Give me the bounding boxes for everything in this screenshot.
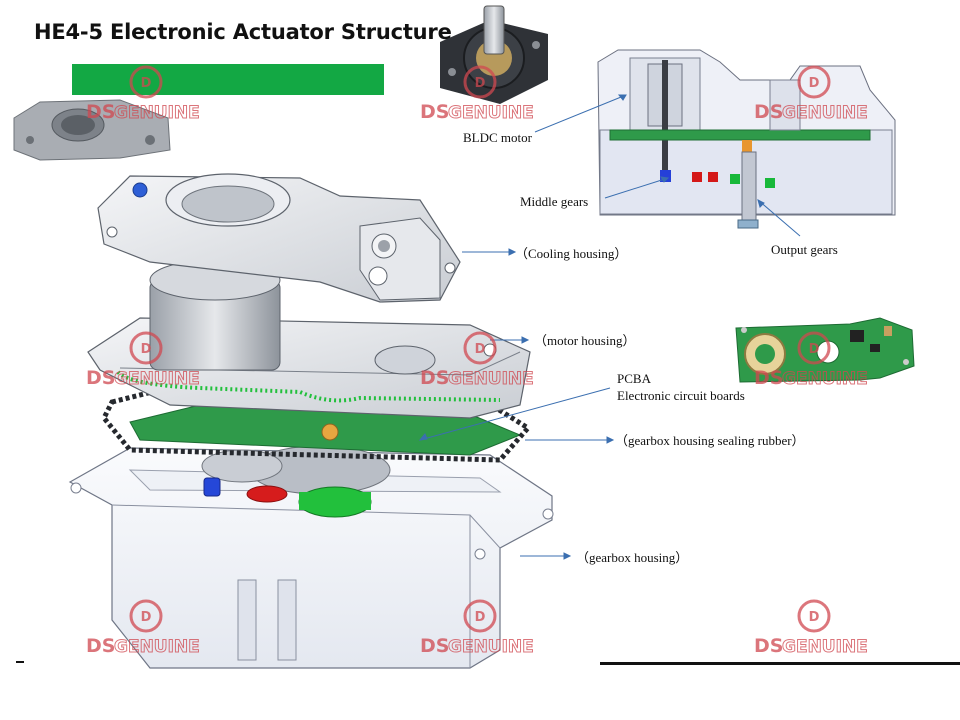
svg-text:DS: DS xyxy=(754,635,783,657)
label-motor-housing: （motor housing） xyxy=(534,333,636,348)
diagram-title: HE4-5 Electronic Actuator Structure xyxy=(34,20,452,44)
watermark-logos: D DS GENUINE D DS GENUINE D DS GENUINE D… xyxy=(86,65,868,658)
svg-text:D: D xyxy=(475,610,486,625)
svg-text:GENUINE: GENUINE xyxy=(114,103,200,123)
watermark-logo: D DS GENUINE xyxy=(86,599,200,658)
label-pcba: PCBA xyxy=(617,371,651,386)
svg-text:D: D xyxy=(141,342,152,357)
divider-right xyxy=(600,662,960,665)
svg-text:DS: DS xyxy=(86,635,115,657)
svg-text:D: D xyxy=(141,610,152,625)
watermark-logo: D DS GENUINE xyxy=(86,331,200,390)
watermark-logo: D DS GENUINE xyxy=(754,65,868,124)
watermark-logo: D DS GENUINE xyxy=(754,599,868,658)
svg-text:DS: DS xyxy=(754,101,783,123)
gear-train xyxy=(201,445,391,518)
green-banner xyxy=(72,64,384,95)
label-sealing-rubber: （gearbox housing sealing rubber） xyxy=(615,433,805,448)
svg-text:D: D xyxy=(809,342,820,357)
label-middle-gears: Middle gears xyxy=(520,194,589,209)
svg-text:GENUINE: GENUINE xyxy=(782,369,868,389)
cast-cover-photo xyxy=(13,99,171,161)
leader-arrows xyxy=(418,94,801,560)
svg-text:GENUINE: GENUINE xyxy=(448,637,534,657)
cooling-housing-part xyxy=(97,173,461,303)
svg-text:GENUINE: GENUINE xyxy=(782,637,868,657)
svg-text:DS: DS xyxy=(420,367,449,389)
label-pcba-description: Electronic circuit boards xyxy=(617,388,745,403)
pcb-photo xyxy=(735,317,915,383)
svg-text:D: D xyxy=(141,76,152,91)
svg-text:D: D xyxy=(809,610,820,625)
svg-text:GENUINE: GENUINE xyxy=(448,103,534,123)
svg-text:D: D xyxy=(809,76,820,91)
label-gearbox-housing: （gearbox housing） xyxy=(576,550,689,565)
svg-text:D: D xyxy=(475,76,486,91)
bldc-motor-photo xyxy=(440,5,548,104)
svg-text:DS: DS xyxy=(86,101,115,123)
watermark-logo: D DS GENUINE xyxy=(420,65,534,124)
watermark-logo: D DS GENUINE xyxy=(420,599,534,658)
svg-text:GENUINE: GENUINE xyxy=(114,369,200,389)
motor-housing-part xyxy=(87,259,531,419)
label-cooling-housing: （Cooling housing） xyxy=(515,246,628,261)
svg-text:GENUINE: GENUINE xyxy=(114,637,200,657)
svg-text:DS: DS xyxy=(86,367,115,389)
svg-text:D: D xyxy=(475,342,486,357)
svg-text:DS: DS xyxy=(754,367,783,389)
svg-text:GENUINE: GENUINE xyxy=(448,369,534,389)
svg-text:DS: DS xyxy=(420,101,449,123)
label-bldc-motor: BLDC motor xyxy=(463,130,532,145)
label-output-gears: Output gears xyxy=(771,242,838,257)
cross-section-drawing xyxy=(597,49,896,229)
watermark-logo: D DS GENUINE xyxy=(86,65,200,124)
svg-text:DS: DS xyxy=(420,635,449,657)
watermark-logo: D DS GENUINE xyxy=(754,331,868,390)
watermark-logo: D DS GENUINE xyxy=(420,331,534,390)
divider-left xyxy=(16,661,24,663)
svg-text:GENUINE: GENUINE xyxy=(782,103,868,123)
